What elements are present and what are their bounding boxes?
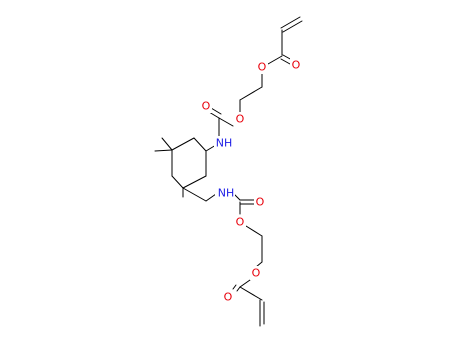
atom-o-ester-top: O: [258, 61, 267, 74]
atom-o-ester-bottom: O: [252, 267, 261, 280]
bond-carbonyl-to-ester-o-top: [267, 55, 283, 65]
atom-nh-top: NH: [216, 137, 233, 150]
bond-carbonyl-to-vinyl-bottom: [239, 286, 263, 301]
bond-carbamate-o-to-ch2-bottom: [245, 225, 263, 237]
ring-bond-4: [171, 175, 184, 189]
atom-o-carbamate-top: O: [236, 113, 245, 126]
bonds: [154, 16, 303, 327]
atom-o-carbamate-carbonyl-top: O: [202, 100, 211, 113]
bond-vinyl-double-top-b: [282, 20, 303, 33]
bond-carbonyl-double-top-b: [280, 58, 291, 65]
bond-carbonyl-double-bottom-b: [232, 284, 237, 290]
atom-o-carbonyl-bottom: O: [224, 291, 233, 304]
ring-bond-5: [182, 175, 207, 189]
bond-carbonyl-double-bottom-a: [236, 286, 241, 292]
ring-bond-1: [193, 137, 207, 152]
bond-ring-to-ch2: [182, 187, 207, 202]
bond-gem-methyl-a: [154, 149, 173, 152]
ring-bond-2: [171, 137, 195, 151]
bond-carbamate-o-to-c-top: [218, 117, 234, 127]
atom-o-carbamate-bottom: O: [236, 216, 245, 229]
bond-carbamate-double-top-b: [210, 107, 222, 115]
bond-vinyl-double-top-a: [280, 16, 301, 29]
atom-o-carbonyl-top: O: [292, 59, 301, 72]
bond-ch2-to-nh-bottom: [205, 193, 217, 202]
bond-ester-o-to-carbonyl-bottom: [239, 279, 251, 288]
atom-nh-bottom: NH: [218, 187, 235, 200]
atom-labels: O O O O NH NH O O O: [200, 58, 302, 304]
atom-o-carbamate-carbonyl-bottom: O: [256, 196, 265, 209]
bond-gem-methyl-b: [161, 137, 173, 151]
bond-ch2-ch2-top: [239, 86, 263, 101]
